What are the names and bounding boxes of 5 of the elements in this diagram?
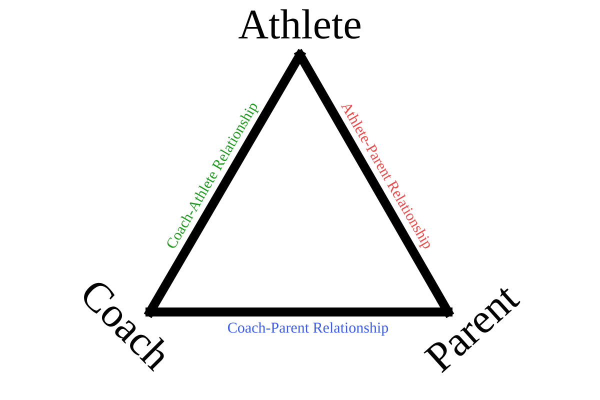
triangle-side <box>146 50 304 316</box>
triangle-side <box>296 50 452 316</box>
vertex-label: Athlete <box>238 9 360 39</box>
triangle-side <box>146 308 452 316</box>
edge-label: Coach-Parent Relationship <box>228 322 388 336</box>
